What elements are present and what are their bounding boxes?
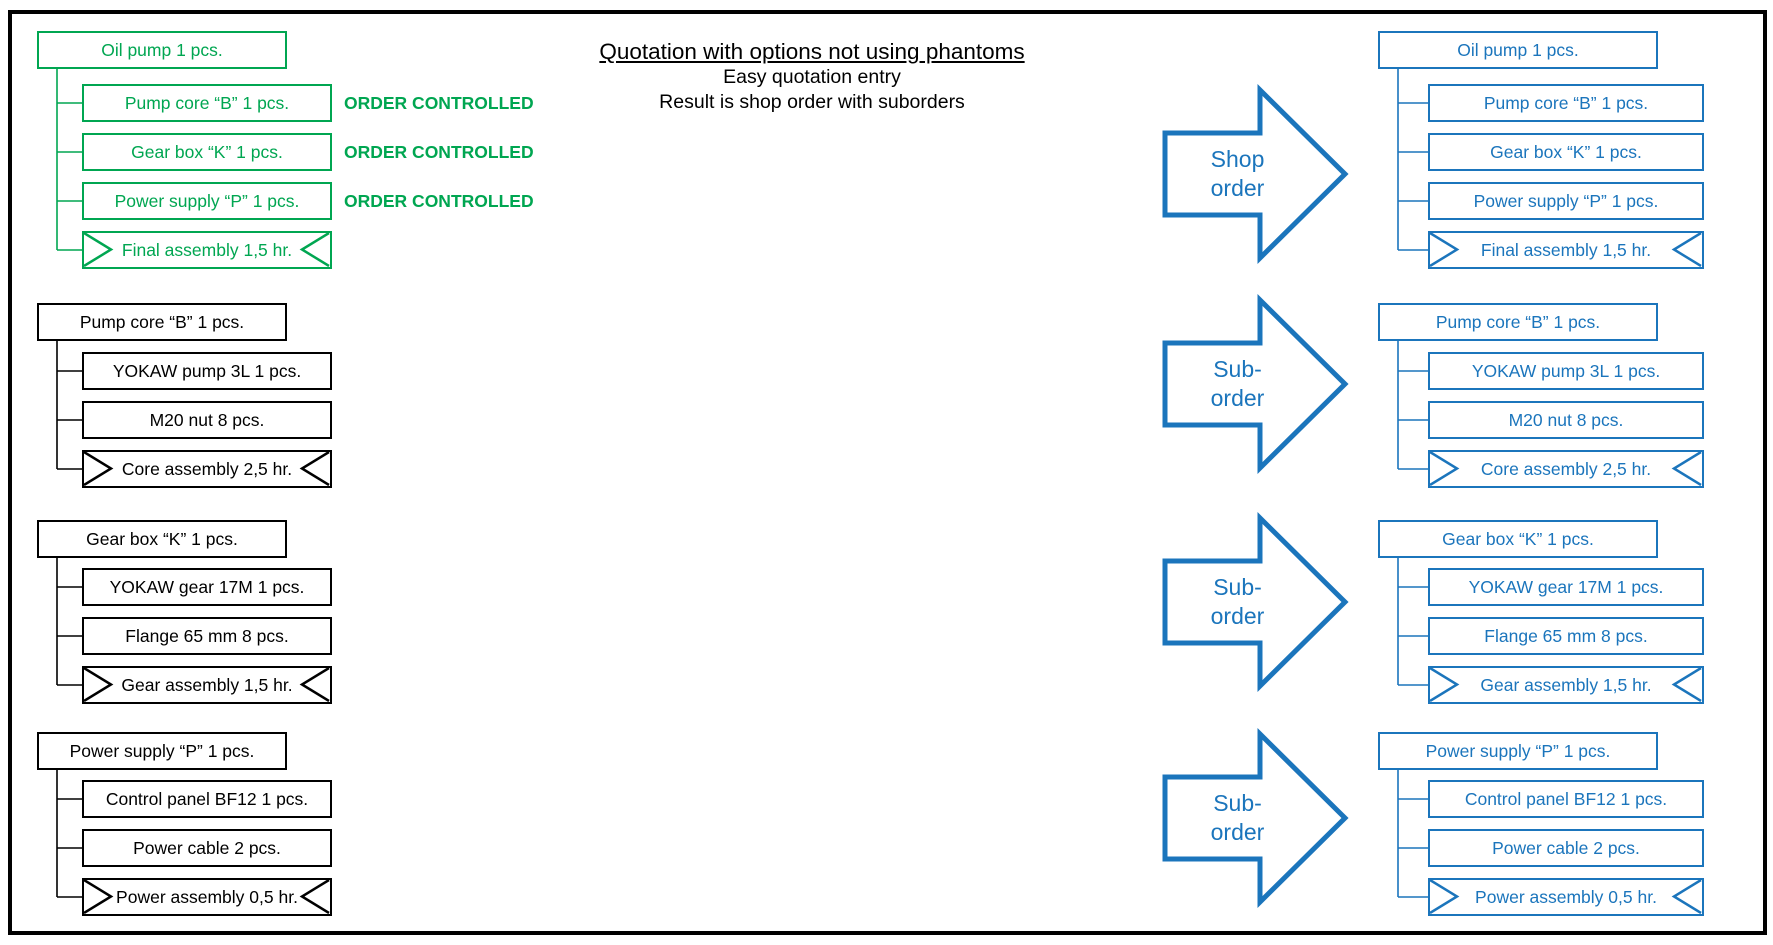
node-label: Core assembly 2,5 hr. <box>121 458 293 479</box>
component-node-box: Power supply “P” 1 pcs. <box>82 182 332 220</box>
node-label: YOKAW gear 17M 1 pcs. <box>1468 576 1664 597</box>
component-node-box: Power cable 2 pcs. <box>82 829 332 867</box>
tree-parent-box: Pump core “B” 1 pcs. <box>37 303 287 341</box>
node-label: Control panel BF12 1 pcs. <box>1464 788 1668 809</box>
node-label: Final assembly 1,5 hr. <box>1480 239 1652 260</box>
node-label: YOKAW pump 3L 1 pcs. <box>1471 360 1661 381</box>
node-label: Flange 65 mm 8 pcs. <box>1484 625 1648 646</box>
arrow-label-line: order <box>1210 603 1265 629</box>
arrow-label-line: Sub- <box>1213 574 1262 600</box>
node-label: Gear box “K” 1 pcs. <box>86 528 238 549</box>
arrow-label-line: Sub- <box>1213 356 1262 382</box>
node-label: Core assembly 2,5 hr. <box>1480 458 1652 479</box>
component-node-box: YOKAW pump 3L 1 pcs. <box>82 352 332 390</box>
arrow-label: Sub-order <box>1170 351 1305 417</box>
order-controlled-label: ORDER CONTROLLED <box>344 190 534 211</box>
component-node-box: Gear box “K” 1 pcs. <box>1428 133 1704 171</box>
node-label: Gear box “K” 1 pcs. <box>131 141 283 162</box>
component-node-box: M20 nut 8 pcs. <box>82 401 332 439</box>
slide-subtitle-1: Easy quotation entry <box>723 66 901 88</box>
node-label: M20 nut 8 pcs. <box>149 409 265 430</box>
slide-subtitle-2: Result is shop order with suborders <box>659 91 965 113</box>
node-label: YOKAW gear 17M 1 pcs. <box>109 576 305 597</box>
node-label: Power assembly 0,5 hr. <box>1475 886 1657 907</box>
slide-title: Quotation with options not using phantom… <box>599 39 1025 64</box>
operation-node-box: Gear assembly 1,5 hr. <box>1428 666 1704 704</box>
tree-parent-box: Gear box “K” 1 pcs. <box>1378 520 1658 558</box>
sub-order-arrow <box>1162 728 1349 908</box>
node-label: Power supply “P” 1 pcs. <box>69 740 255 761</box>
node-label: Gear assembly 1,5 hr. <box>121 674 293 695</box>
node-label: Power assembly 0,5 hr. <box>116 886 298 907</box>
component-node-box: Power cable 2 pcs. <box>1428 829 1704 867</box>
node-label: Pump core “B” 1 pcs. <box>1435 311 1601 332</box>
node-label: Oil pump 1 pcs. <box>1457 39 1579 60</box>
tree-parent-box: Oil pump 1 pcs. <box>37 31 287 69</box>
operation-node-box: Final assembly 1,5 hr. <box>82 231 332 269</box>
component-node-box: Flange 65 mm 8 pcs. <box>1428 617 1704 655</box>
node-label: Power supply “P” 1 pcs. <box>114 190 300 211</box>
node-label: Control panel BF12 1 pcs. <box>105 788 309 809</box>
arrow-label: Shop order <box>1170 141 1305 207</box>
tree-parent-box: Power supply “P” 1 pcs. <box>37 732 287 770</box>
component-node-box: YOKAW pump 3L 1 pcs. <box>1428 352 1704 390</box>
tree-parent-box: Gear box “K” 1 pcs. <box>37 520 287 558</box>
component-node-box: Control panel BF12 1 pcs. <box>1428 780 1704 818</box>
arrow-label-line: order <box>1210 175 1265 201</box>
node-label: Pump core “B” 1 pcs. <box>1483 92 1649 113</box>
tree-parent-box: Power supply “P” 1 pcs. <box>1378 732 1658 770</box>
operation-node-box: Power assembly 0,5 hr. <box>1428 878 1704 916</box>
component-node-box: Pump core “B” 1 pcs. <box>1428 84 1704 122</box>
operation-node-box: Final assembly 1,5 hr. <box>1428 231 1704 269</box>
sub-order-arrow <box>1162 512 1349 692</box>
component-node-box: Power supply “P” 1 pcs. <box>1428 182 1704 220</box>
node-label: Final assembly 1,5 hr. <box>121 239 293 260</box>
node-label: YOKAW pump 3L 1 pcs. <box>112 360 302 381</box>
node-label: Pump core “B” 1 pcs. <box>79 311 245 332</box>
component-node-box: M20 nut 8 pcs. <box>1428 401 1704 439</box>
node-label: Gear box “K” 1 pcs. <box>1490 141 1642 162</box>
order-controlled-label: ORDER CONTROLLED <box>344 92 534 113</box>
slide-border <box>8 10 1767 935</box>
operation-node-box: Gear assembly 1,5 hr. <box>82 666 332 704</box>
header: Quotation with options not using phantom… <box>512 38 1112 115</box>
node-label: Flange 65 mm 8 pcs. <box>125 625 289 646</box>
operation-node-box: Core assembly 2,5 hr. <box>82 450 332 488</box>
shop-order-arrow <box>1162 84 1349 264</box>
component-node-box: Gear box “K” 1 pcs. <box>82 133 332 171</box>
arrow-label: Sub-order <box>1170 569 1305 635</box>
operation-node-box: Power assembly 0,5 hr. <box>82 878 332 916</box>
arrow-label-line: order <box>1210 385 1265 411</box>
arrow-label-line: order <box>1210 819 1265 845</box>
component-node-box: Pump core “B” 1 pcs. <box>82 84 332 122</box>
node-label: Power supply “P” 1 pcs. <box>1425 740 1611 761</box>
node-label: Gear assembly 1,5 hr. <box>1480 674 1652 695</box>
node-label: Gear box “K” 1 pcs. <box>1442 528 1594 549</box>
component-node-box: Control panel BF12 1 pcs. <box>82 780 332 818</box>
component-node-box: YOKAW gear 17M 1 pcs. <box>1428 568 1704 606</box>
node-label: Power supply “P” 1 pcs. <box>1473 190 1659 211</box>
tree-parent-box: Oil pump 1 pcs. <box>1378 31 1658 69</box>
node-label: Oil pump 1 pcs. <box>101 39 223 60</box>
arrow-label-line: Sub- <box>1213 790 1262 816</box>
operation-node-box: Core assembly 2,5 hr. <box>1428 450 1704 488</box>
component-node-box: Flange 65 mm 8 pcs. <box>82 617 332 655</box>
tree-parent-box: Pump core “B” 1 pcs. <box>1378 303 1658 341</box>
arrow-label-line: Shop <box>1210 146 1265 172</box>
sub-order-arrow <box>1162 294 1349 474</box>
arrow-label: Sub-order <box>1170 785 1305 851</box>
node-label: Power cable 2 pcs. <box>1492 837 1640 858</box>
node-label: M20 nut 8 pcs. <box>1508 409 1624 430</box>
order-controlled-label: ORDER CONTROLLED <box>344 141 534 162</box>
component-node-box: YOKAW gear 17M 1 pcs. <box>82 568 332 606</box>
node-label: Pump core “B” 1 pcs. <box>124 92 290 113</box>
node-label: Power cable 2 pcs. <box>133 837 281 858</box>
